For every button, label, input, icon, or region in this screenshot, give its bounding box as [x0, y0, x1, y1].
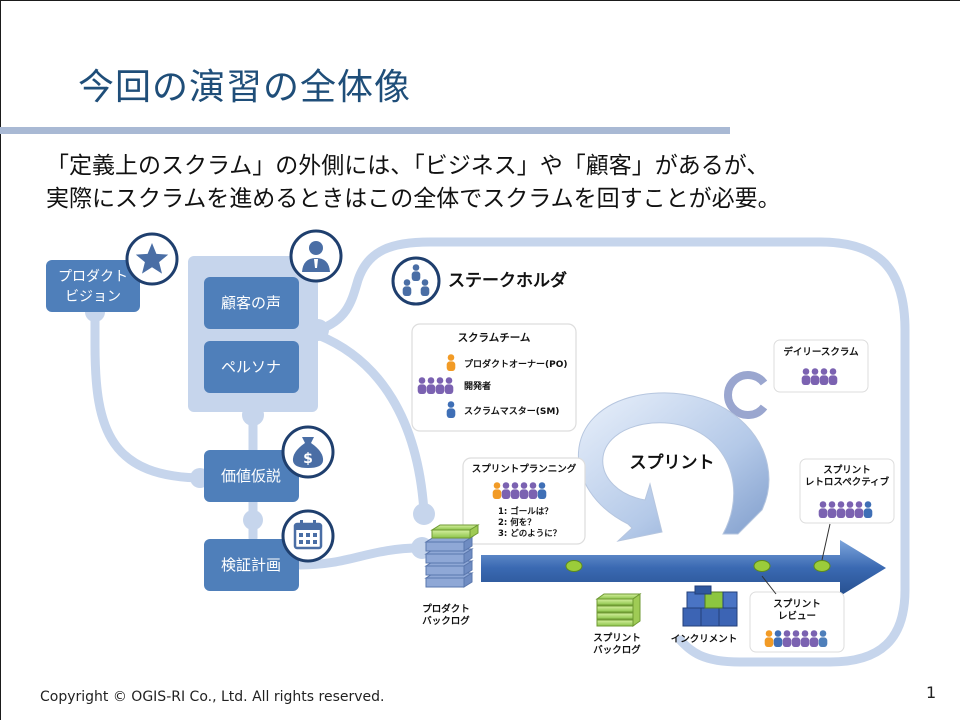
- product-owner-person-icon: [446, 354, 456, 371]
- review-label-1: スプリント: [773, 598, 821, 610]
- review-card: [749, 591, 845, 653]
- milestone-review: [753, 560, 771, 572]
- lead-line-1: 「定義上のスクラム」の外側には、「ビジネス」や「顧客」があるが、: [46, 153, 770, 179]
- stakeholder-group-icon: [391, 256, 441, 306]
- frame-line-top: [0, 0, 960, 1]
- stakeholder-label: ステークホルダ: [448, 270, 567, 291]
- star-icon: [125, 232, 179, 286]
- customer-voice-label: 顧客の声: [221, 294, 281, 312]
- product-backlog-label-1: プロダクト: [422, 603, 470, 615]
- calendar-icon: [281, 509, 335, 563]
- connector-panel-to-stakeholder-loop: [313, 237, 910, 667]
- page-number: 1: [926, 683, 937, 702]
- developers-label: 開発者: [464, 380, 491, 392]
- customer-voice-box: [204, 277, 299, 329]
- planning-question-3: 3: どのように？: [498, 528, 561, 539]
- connector-panel-to-backlog: [313, 330, 429, 517]
- milestone-retro: [813, 560, 831, 572]
- retrospective-label-1: スプリント: [823, 464, 871, 476]
- review-label-2: レビュー: [778, 610, 816, 622]
- connector-vision-to-hypothesis: [90, 307, 210, 483]
- product-vision-label-1: プロダクト: [58, 269, 128, 285]
- frame-line-left: [0, 0, 1, 720]
- milestone-planning: [565, 560, 583, 572]
- businessman-icon: [289, 229, 343, 283]
- scrum-master-label: スクラムマスター(SM): [464, 405, 559, 417]
- product-owner-label: プロダクトオーナー(PO): [464, 358, 567, 370]
- value-hypothesis-label: 価値仮説: [221, 467, 281, 485]
- slide-title: 今回の演習の全体像: [78, 67, 412, 108]
- product-backlog-label-2: バックログ: [422, 615, 470, 627]
- sprint-backlog-label-1: スプリント: [593, 632, 641, 644]
- joint-hypothesis-bottom: [243, 510, 263, 530]
- review-pointer: [761, 575, 777, 595]
- retro-pointer: [821, 523, 831, 561]
- scrum-master-person-icon: [446, 401, 456, 418]
- value-hypothesis-box: [204, 450, 299, 502]
- sprint-label: スプリント: [630, 452, 715, 473]
- increment-cubes: [682, 585, 738, 627]
- increment-label: インクリメント: [671, 634, 738, 645]
- sprint-timeline-arrow: [481, 540, 886, 596]
- product-backlog-stack: [424, 524, 480, 588]
- planning-question-1: 1: ゴールは？: [498, 506, 553, 517]
- lead-line-2: 実際にスクラムを進めるときはこの全体でスクラムを回すことが必要。: [46, 186, 781, 212]
- connector-plan-to-backlog: [295, 543, 425, 570]
- daily-scrum-loop: [724, 371, 768, 419]
- sprint-backlog-label-2: バックログ: [593, 644, 641, 656]
- copyright: Copyright © OGIS-RI Co., Ltd. All rights…: [40, 689, 385, 705]
- sprint-loop-arrow: [578, 392, 770, 542]
- daily-scrum-card: [773, 339, 869, 393]
- lead-text: 「定義上のスクラム」の外側には、「ビジネス」や「顧客」があるが、 実際にスクラム…: [46, 150, 926, 216]
- scrum-team-title: スクラムチーム: [458, 332, 531, 344]
- sprint-planning-card: [462, 457, 586, 545]
- persona-label: ペルソナ: [221, 358, 281, 376]
- svg-text:$: $: [303, 451, 313, 467]
- joint-backlog-top: [413, 503, 435, 525]
- retrospective-label-2: レトロスペクティブ: [805, 476, 890, 488]
- product-vision-label-2: ビジョン: [65, 289, 121, 305]
- daily-scrum-label: デイリースクラム: [783, 346, 859, 358]
- money-bag-icon: $: [281, 425, 335, 479]
- title-rule: [0, 127, 730, 134]
- sprint-backlog-stack: [595, 593, 642, 627]
- validation-plan-box: [204, 539, 299, 591]
- persona-box: [204, 341, 299, 393]
- product-vision-box: [46, 260, 140, 312]
- sprint-planning-title: スプリントプランニング: [472, 463, 577, 475]
- validation-plan-label: 検証計画: [221, 556, 281, 574]
- planning-question-2: 2: 何を？: [498, 517, 536, 528]
